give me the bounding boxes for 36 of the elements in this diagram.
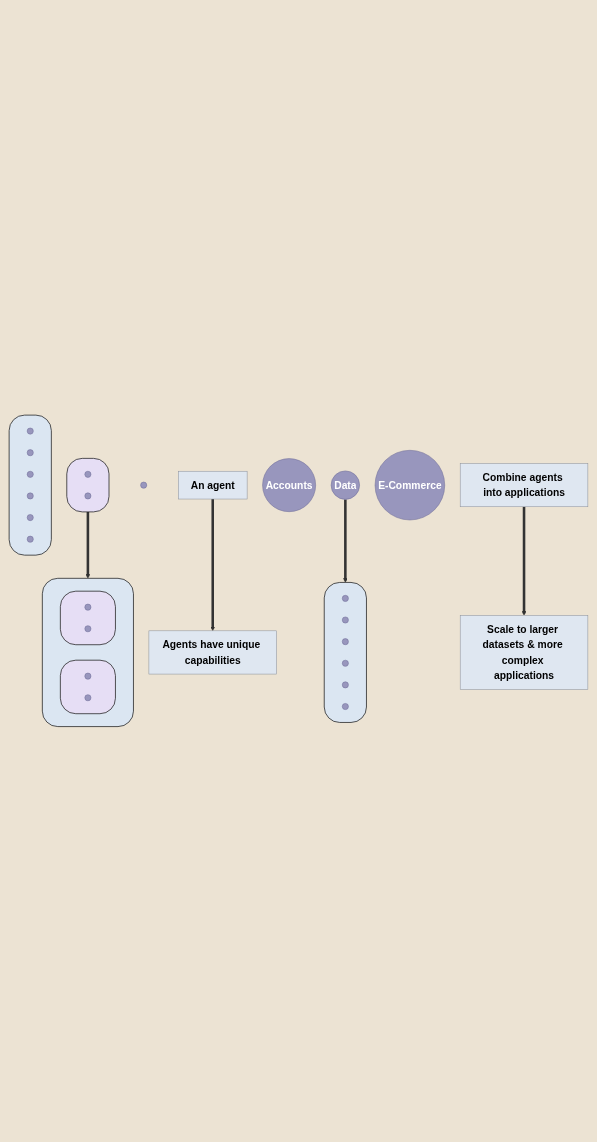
node-circle: [26, 449, 34, 457]
cluster: [8, 414, 52, 556]
node-circle: [26, 427, 34, 435]
node-circle: [342, 616, 349, 624]
arrow: [521, 506, 527, 616]
node-circle: [84, 672, 92, 680]
node-circle: [84, 625, 92, 633]
node-circle: E-Commerce: [374, 450, 445, 521]
node-circle: [26, 514, 34, 522]
cluster: [59, 659, 116, 715]
arrow: [85, 512, 91, 579]
arrow: [343, 499, 348, 583]
node-circle: [84, 471, 92, 478]
node-circle: Data: [330, 470, 360, 500]
arrow: [210, 499, 215, 632]
node-circle: [84, 492, 92, 500]
node-circle: Accounts: [262, 458, 316, 513]
node-circle: [342, 638, 349, 646]
node-circle: [26, 492, 34, 500]
node-box: Agents have unique capabilities: [148, 630, 277, 675]
node-box: Combine agents into applications: [459, 463, 589, 508]
cluster: [41, 578, 134, 728]
cluster: [323, 582, 367, 723]
node-circle: [342, 703, 349, 710]
node-circle: [84, 694, 92, 702]
node-circle: [26, 471, 34, 478]
cluster: [66, 458, 110, 513]
node-circle: [84, 603, 92, 611]
node-box: An agent: [178, 471, 248, 500]
cluster: [59, 590, 116, 646]
node-circle: [140, 481, 148, 489]
node-circle: [342, 660, 349, 667]
node-circle: [26, 536, 34, 543]
node-circle: [342, 681, 349, 689]
node-circle: [342, 595, 349, 602]
node-box: Scale to larger datasets & more complex applications: [459, 615, 589, 690]
